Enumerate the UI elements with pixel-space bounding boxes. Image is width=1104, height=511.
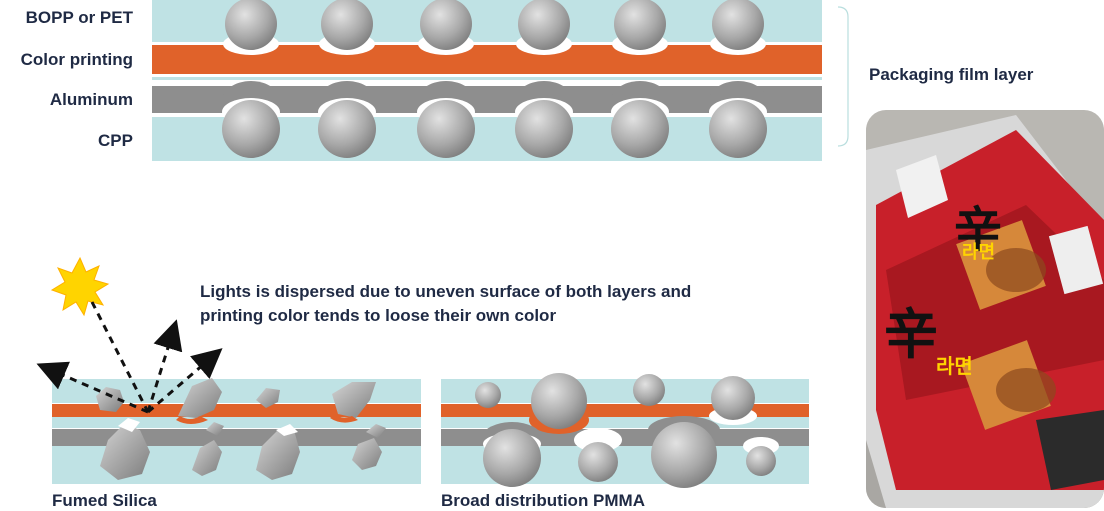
packaging-big-char-1: 辛 xyxy=(954,202,1003,258)
packaging-photo: 辛 辛 라면 라면 xyxy=(866,110,1104,508)
reflected-ray-up xyxy=(146,319,183,413)
pmma-diagram xyxy=(441,373,809,488)
top-adhesive-gap xyxy=(152,77,822,80)
light-rays xyxy=(36,301,223,414)
reflected-ray-left xyxy=(36,361,149,414)
packaging-big-char-2: 辛 xyxy=(884,303,938,366)
layer-label-aluminum: Aluminum xyxy=(49,90,133,109)
dispersion-note-line-2: printing color tends to loose their own … xyxy=(200,306,557,325)
silica-particles xyxy=(96,378,386,480)
pmma-particles xyxy=(475,373,779,488)
dispersion-note-line-1: Lights is dispersed due to uneven surfac… xyxy=(200,282,692,301)
packaging-photo-art xyxy=(866,110,1104,508)
layer-bracket xyxy=(837,6,849,147)
fumed-silica-diagram xyxy=(36,256,421,484)
dispersion-note: Lights is dispersed due to uneven surfac… xyxy=(200,280,691,328)
packaging-small-text-1: 라면 xyxy=(962,242,996,263)
caption-pmma: Broad distribution PMMA xyxy=(441,491,645,510)
packaging-small-text-2: 라면 xyxy=(936,354,973,378)
pmma-adhesive-layer xyxy=(441,417,809,428)
layer-label-bopp: BOPP or PET xyxy=(25,8,133,27)
fumed-adhesive-layer xyxy=(52,417,421,428)
sun-icon xyxy=(50,256,110,317)
packaging-title: Packaging film layer xyxy=(869,65,1034,84)
top-particles-upper xyxy=(223,0,766,55)
top-diagram xyxy=(152,0,849,161)
top-particles-lower xyxy=(221,81,768,158)
reflected-ray-right xyxy=(147,348,223,414)
layer-label-color-printing: Color printing xyxy=(20,50,133,69)
caption-fumed-silica: Fumed Silica xyxy=(52,491,157,510)
layer-label-cpp: CPP xyxy=(98,131,133,150)
